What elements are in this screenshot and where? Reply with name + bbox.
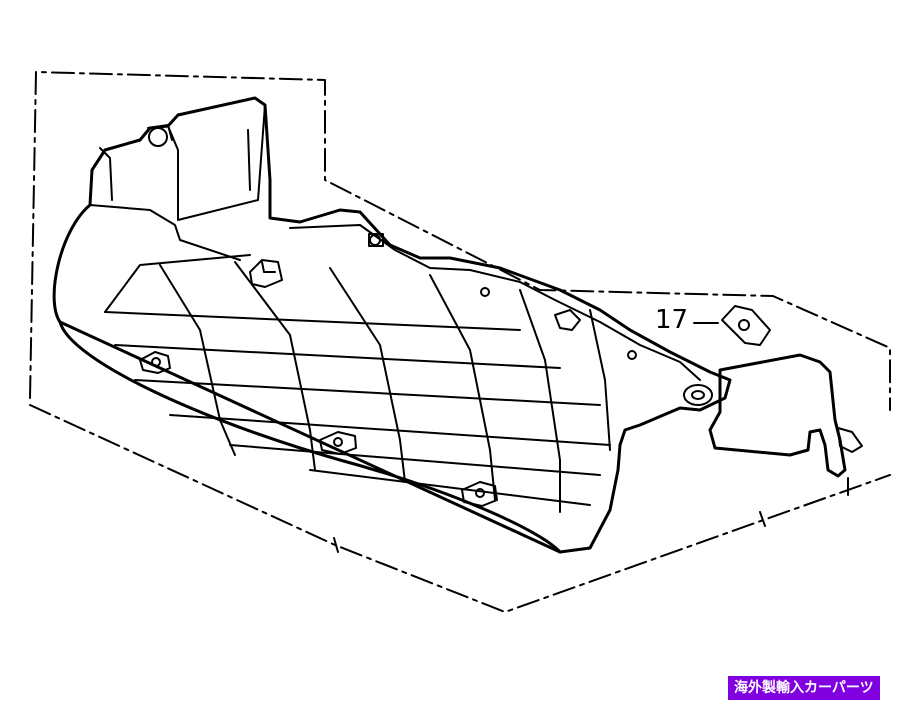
upper-plate	[89, 104, 701, 381]
clip-part-17-icon	[693, 305, 771, 346]
assembly-boundary	[29, 71, 891, 613]
mounting-tabs	[139, 124, 863, 507]
undercover-panel	[52, 96, 847, 554]
grid-ribs	[104, 254, 611, 513]
part-number-callout: 17	[655, 305, 689, 335]
import-parts-badge: 海外製輸入カーパーツ	[728, 676, 880, 700]
